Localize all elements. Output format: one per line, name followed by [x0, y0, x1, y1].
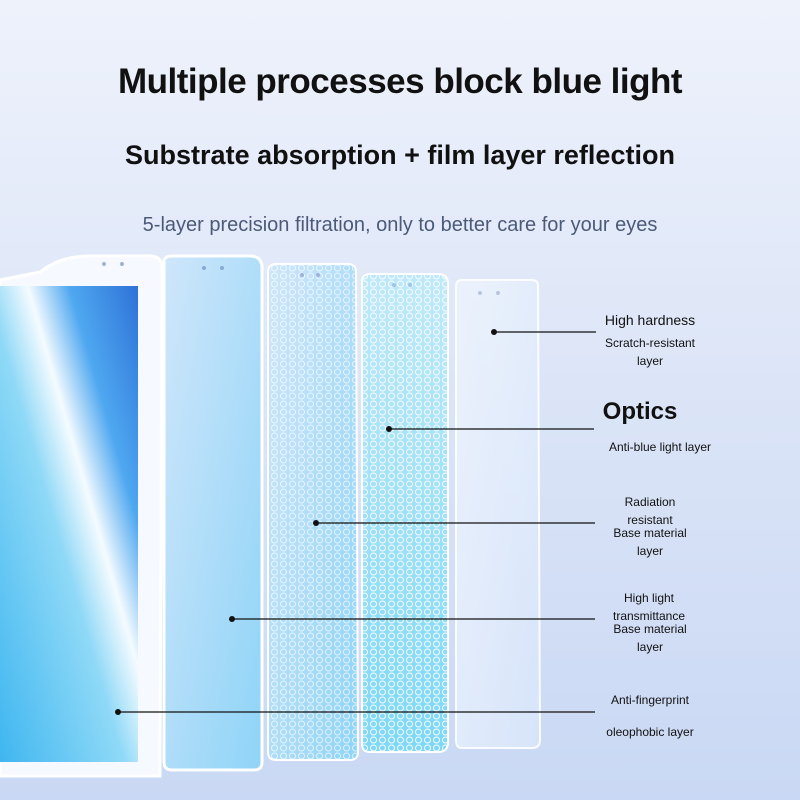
front-screen-layer	[0, 254, 164, 778]
label-fingerprint-title: Anti-fingerprint	[610, 693, 690, 707]
label-hardness-subtitle: Scratch-resistant layer	[604, 336, 696, 368]
label-optics-title: Optics	[602, 398, 678, 425]
label-radiation-subtitle: Base material layer	[613, 526, 687, 558]
page-tagline: 5-layer precision filtration, only to be…	[142, 214, 658, 236]
label-optics-subtitle: Anti-blue light layer	[608, 440, 712, 454]
page-subtitle: Substrate absorption + film layer reflec…	[125, 140, 675, 170]
label-hardness-title: High hardness	[604, 312, 696, 328]
pointer-lines	[118, 331, 596, 713]
pointer-dots	[115, 329, 497, 715]
label-fingerprint-subtitle: oleophobic layer	[606, 725, 694, 739]
label-transmittance-subtitle: Base material layer	[613, 622, 687, 654]
page-title: Multiple processes block blue light	[118, 62, 683, 101]
clear-film-layer	[455, 279, 542, 749]
label-radiation-title: Radiation resistant	[624, 495, 676, 527]
blue-glass-layer	[162, 254, 264, 772]
cyan-hex-layer	[361, 273, 449, 753]
label-transmittance-title: High light transmittance	[612, 591, 686, 623]
hex-gradient-layer	[267, 263, 360, 761]
